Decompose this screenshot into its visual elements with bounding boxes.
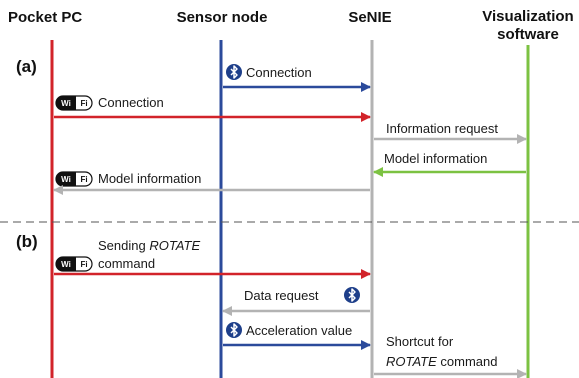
svg-text:Wi: Wi <box>61 175 71 184</box>
message-label-acceleration-value: Acceleration value <box>246 323 352 338</box>
lane-title-senie: SeNIE <box>348 9 391 26</box>
svg-text:Fi: Fi <box>80 175 87 184</box>
bluetooth-icon <box>343 286 361 304</box>
lane-title-pocket-pc: Pocket PC <box>8 9 82 26</box>
section-label-b: (b) <box>16 232 38 251</box>
svg-text:Fi: Fi <box>80 260 87 269</box>
message-label-data-request: Data request <box>244 288 319 303</box>
svg-text:Fi: Fi <box>80 99 87 108</box>
svg-text:Wi: Wi <box>61 99 71 108</box>
message-label-shortcut-for: Shortcut for <box>386 334 454 349</box>
lane-title-visualization-line1: Visualization <box>482 8 573 25</box>
message-label-connection-bt: Connection <box>246 65 312 80</box>
message-label-model-information-pocketpc: Model information <box>98 171 201 186</box>
wifi-icon: Wi Fi <box>55 256 93 272</box>
bluetooth-icon <box>225 63 243 81</box>
svg-text:Wi: Wi <box>61 260 71 269</box>
message-label-sending-rotate-command: command <box>98 256 155 271</box>
message-label-model-information-viz: Model information <box>384 151 487 166</box>
message-label-sending-rotate: Sending ROTATE <box>98 238 200 253</box>
wifi-icon: Wi Fi <box>55 95 93 111</box>
section-label-a: (a) <box>16 57 37 76</box>
lane-title-sensor-node: Sensor node <box>177 9 268 26</box>
message-label-rotate-command: ROTATE command <box>386 354 498 369</box>
wifi-icon: Wi Fi <box>55 171 93 187</box>
message-label-connection-wifi: Connection <box>98 95 164 110</box>
bluetooth-icon <box>225 321 243 339</box>
lane-title-visualization-line2: software <box>497 26 559 43</box>
message-label-information-request: Information request <box>386 121 498 136</box>
